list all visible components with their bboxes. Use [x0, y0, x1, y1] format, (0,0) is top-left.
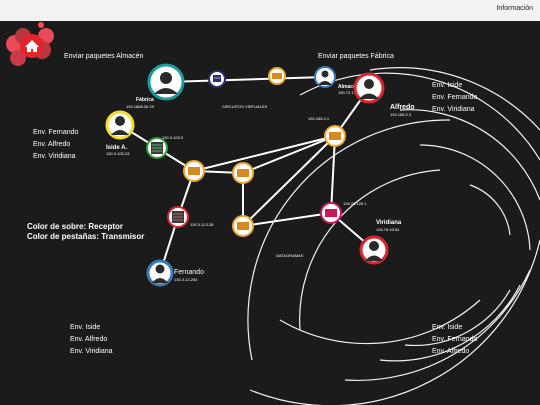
switch-center-left[interactable] — [183, 160, 205, 182]
send-to-alfredo-button[interactable]: Env. Alfredo — [33, 141, 71, 148]
router-iside[interactable] — [146, 137, 168, 159]
fabrica-node[interactable] — [147, 63, 185, 101]
fabrica-label: Fábrica — [136, 97, 154, 103]
home-button[interactable] — [20, 34, 44, 58]
send-to-iside-button[interactable]: Env. Iside — [70, 324, 101, 331]
person-icon — [152, 264, 168, 283]
datagram-label: DATAGRAMAS — [276, 253, 304, 258]
router-fernando-ip: 130.3.12.128 — [190, 222, 214, 227]
person-icon — [111, 116, 129, 135]
switch-icon — [237, 222, 249, 230]
iside-node[interactable] — [105, 110, 135, 140]
alfredo-ip: 192.168.2.3 — [390, 112, 412, 117]
router-fernando[interactable] — [167, 206, 189, 228]
alfredo-send-group: Env. Iside Env. Fernando Env. Viridiana — [432, 80, 477, 116]
switch-center-top[interactable] — [232, 162, 254, 184]
send-to-viridiana-button[interactable]: Env. Viridiana — [70, 348, 113, 355]
send-to-viridiana-button[interactable]: Env. Viridiana — [432, 106, 475, 113]
person-icon — [318, 70, 332, 85]
viridiana-node[interactable] — [359, 235, 389, 265]
almacen-label: Almacén — [338, 84, 359, 90]
circuits-label: CIRCUITOS VIRTUALES — [222, 104, 268, 109]
send-factory-button[interactable]: Enviar paquetes Fábrica — [318, 53, 394, 60]
circuit-switch[interactable] — [268, 67, 286, 85]
send-to-fernando-button[interactable]: Env. Fernando — [432, 94, 478, 101]
almacen-node[interactable] — [314, 66, 336, 88]
send-to-fernando-button[interactable]: Env. Fernando — [432, 336, 478, 343]
legend-tab-color: Color de pestañas: Transmisor — [27, 232, 145, 241]
router-iside-ip: 130.3.100.0 — [162, 135, 184, 140]
switch-center-bottom[interactable] — [232, 215, 254, 237]
router-icon — [151, 142, 163, 154]
iside-label: Iside A. — [106, 145, 127, 151]
color-legend: Color de sobre: Receptor Color de pestañ… — [27, 222, 144, 242]
person-icon — [359, 79, 379, 99]
person-icon — [365, 241, 383, 261]
circuit-server-1[interactable] — [208, 70, 226, 88]
router-alfredo-ip: 192.168.2.1 — [308, 116, 330, 121]
router-viridiana-ip: 126.76.125.1 — [343, 201, 367, 206]
router-alfredo[interactable] — [324, 125, 346, 147]
fabrica-ip: 192.1868.30.29 — [126, 104, 155, 109]
fernando-ip: 130.3.12.254 — [174, 277, 198, 282]
server-icon — [213, 75, 221, 82]
legend-envelope-color: Color de sobre: Receptor — [27, 222, 124, 231]
iside-send-group: Env. Fernando Env. Alfredo Env. Viridian… — [33, 127, 78, 163]
envelope-icon — [188, 167, 200, 175]
iside-ip: 130.3.100.23 — [106, 151, 130, 156]
send-to-iside-button[interactable]: Env. Iside — [432, 82, 463, 89]
send-to-fernando-button[interactable]: Env. Fernando — [33, 129, 79, 136]
top-bar: Información — [0, 0, 540, 21]
info-link[interactable]: Información — [496, 5, 533, 12]
home-icon — [25, 40, 39, 52]
person-icon — [154, 72, 178, 94]
fernando-node[interactable] — [146, 259, 174, 287]
send-to-viridiana-button[interactable]: Env. Viridiana — [33, 153, 76, 160]
switch-icon — [237, 169, 249, 177]
almacen-ip: 190.72.178 — [338, 90, 359, 95]
viridiana-send-group: Env. Iside Env. Fernando Env. Alfredo — [432, 322, 477, 358]
router-viridiana[interactable] — [320, 202, 342, 224]
send-to-iside-button[interactable]: Env. Iside — [432, 324, 463, 331]
send-to-alfredo-button[interactable]: Env. Alfredo — [70, 336, 108, 343]
viridiana-ip: 126.76.43.54 — [376, 227, 400, 232]
switch-icon — [325, 209, 337, 217]
router-icon — [172, 211, 184, 223]
viridiana-label: Viridiana — [376, 220, 402, 226]
signal-waves — [247, 67, 540, 405]
switch-icon — [272, 73, 282, 79]
fernando-label: Fernando — [174, 269, 204, 276]
send-warehouse-button[interactable]: Enviar paquetes Almacén — [64, 53, 144, 60]
network-canvas: Fábrica 192.1868.30.29 CIRCUITOS VIRTUAL… — [0, 21, 540, 405]
alfredo-node[interactable] — [353, 72, 385, 104]
send-to-alfredo-button[interactable]: Env. Alfredo — [432, 348, 470, 355]
switch-icon — [329, 132, 341, 140]
fernando-send-group: Env. Iside Env. Alfredo Env. Viridiana — [70, 322, 113, 358]
alfredo-label: Alfredo — [390, 104, 415, 111]
